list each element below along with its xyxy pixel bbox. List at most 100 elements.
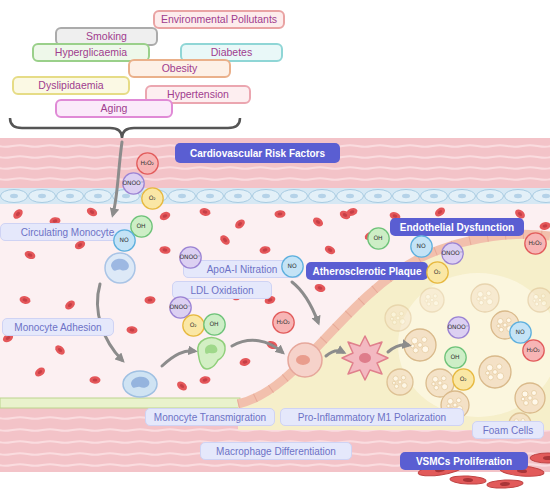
- molecule-outline-circle: [272, 311, 293, 332]
- cell-nucleus: [296, 355, 310, 365]
- red-blood-cell: [323, 244, 336, 256]
- lipid-droplet: [433, 294, 437, 298]
- molecule-label: H₂O₂: [528, 240, 541, 247]
- molecule-outline-circle: [447, 316, 468, 337]
- lipid-droplet: [532, 391, 537, 396]
- molecule-label: ONOO⁻: [123, 180, 144, 187]
- molecule-outline-circle: [113, 229, 134, 250]
- label-text: Monocyte Transmigration: [154, 412, 266, 423]
- macrophage-cell: [288, 343, 322, 377]
- molecule-outline-circle: [444, 346, 465, 367]
- lipid-droplet: [438, 381, 442, 385]
- molecule-outline-circle: [281, 255, 302, 276]
- red-blood-cell: [218, 233, 231, 246]
- red-blood-cell: [53, 343, 66, 356]
- molecule-label: O₂: [434, 269, 441, 276]
- molecule-label: ONOO⁻: [448, 324, 469, 331]
- wall-stripes: [0, 144, 550, 466]
- molecule-outline-circle: [367, 227, 388, 248]
- red-blood-cell-center: [202, 210, 207, 214]
- lipid-droplet: [442, 384, 448, 390]
- lipid-droplet: [427, 302, 431, 306]
- red-blood-cell-body: [159, 246, 171, 255]
- cell-nucleus: [10, 194, 18, 198]
- label-text: ApoA-I Nitration: [207, 264, 278, 275]
- foam-cell: [420, 288, 444, 312]
- red-blood-cell: [159, 246, 171, 255]
- monocyte-cell: [105, 253, 135, 283]
- red-blood-cell: [239, 357, 252, 367]
- endothelial-cell: [393, 190, 420, 203]
- red-blood-cell-center: [15, 211, 21, 217]
- red-blood-cell: [338, 209, 351, 221]
- foam-cell: [528, 288, 550, 312]
- label-text: Atherosclerotic Plaque: [313, 266, 422, 277]
- red-blood-cell-body: [274, 210, 285, 218]
- risk-factor-pill: Environmental Pollutants: [153, 10, 285, 29]
- lipid-droplet: [486, 365, 492, 371]
- lipid-droplet: [394, 384, 398, 388]
- process-arrow: [232, 340, 282, 352]
- lipid-droplet: [441, 376, 446, 381]
- molecule-label: NO: [120, 237, 129, 244]
- red-blood-cell-body: [53, 343, 66, 356]
- lipid-droplet: [398, 380, 402, 384]
- lipid-droplet: [506, 318, 511, 323]
- molecule-label: O₂: [149, 195, 156, 202]
- red-blood-cell-center: [517, 211, 523, 217]
- red-blood-cell: [33, 366, 46, 379]
- lipid-droplet: [422, 346, 429, 353]
- red-blood-cell-center: [57, 347, 63, 353]
- red-blood-cell: [89, 376, 100, 384]
- molecule-circle: ONOO⁻: [447, 316, 470, 339]
- molecule-outline-circle: [522, 339, 543, 360]
- label-text: Diabetes: [211, 47, 252, 59]
- endothelial-cell: [533, 190, 550, 203]
- cell-nucleus: [359, 353, 371, 363]
- lipid-droplet: [392, 320, 396, 324]
- molecule-label: OH: [451, 354, 460, 361]
- lipid-droplet: [401, 376, 405, 380]
- lipid-droplet: [483, 296, 487, 300]
- adherent-monocyte: [123, 371, 157, 397]
- red-blood-cell-center: [179, 383, 185, 388]
- lipid-droplet: [434, 385, 438, 389]
- smooth-muscle-cell: [530, 453, 550, 463]
- endothelium-bottom: [0, 398, 240, 408]
- m1-macrophage: [342, 336, 388, 380]
- molecule-circle: O₂: [182, 314, 205, 337]
- red-blood-cell-center: [542, 224, 547, 228]
- molecule-outline-circle: [203, 313, 224, 334]
- molecule-outline-circle: [509, 321, 530, 342]
- endothelial-cell: [85, 190, 112, 203]
- smooth-muscle-body: [450, 475, 486, 485]
- foam-cell-body: [385, 305, 411, 331]
- molecule-label: NO: [516, 329, 525, 336]
- lipid-droplet: [532, 399, 538, 405]
- red-blood-cell: [259, 245, 271, 254]
- molecule-outline-circle: [410, 235, 431, 256]
- process-arrow: [162, 351, 194, 366]
- red-blood-cell-body: [233, 218, 246, 231]
- red-blood-cell-body: [19, 295, 31, 305]
- red-blood-cell: [11, 207, 24, 220]
- process-arrow: [326, 351, 343, 356]
- molecule-circle: NO: [113, 229, 136, 252]
- smooth-muscle-cell: [487, 479, 523, 489]
- lipid-droplet: [391, 312, 396, 317]
- molecule-label: NO: [288, 263, 297, 270]
- lipid-droplet: [413, 348, 418, 353]
- molecule-circle: H₂O₂: [524, 232, 547, 255]
- endothelial-cell: [337, 190, 364, 203]
- lipid-droplet: [399, 312, 403, 316]
- lipid-droplet: [422, 337, 427, 342]
- red-blood-cell-center: [162, 214, 168, 219]
- label-text: Hyperglicaemia: [55, 47, 127, 59]
- cell-nucleus: [122, 194, 130, 198]
- label-text: Environmental Pollutants: [161, 14, 277, 26]
- red-blood-cell-center: [278, 212, 283, 215]
- label-text: Circulating Monocyte: [21, 227, 114, 238]
- process-arrow: [388, 345, 408, 352]
- red-blood-cell-center: [22, 298, 27, 302]
- endothelial-cell: [169, 190, 196, 203]
